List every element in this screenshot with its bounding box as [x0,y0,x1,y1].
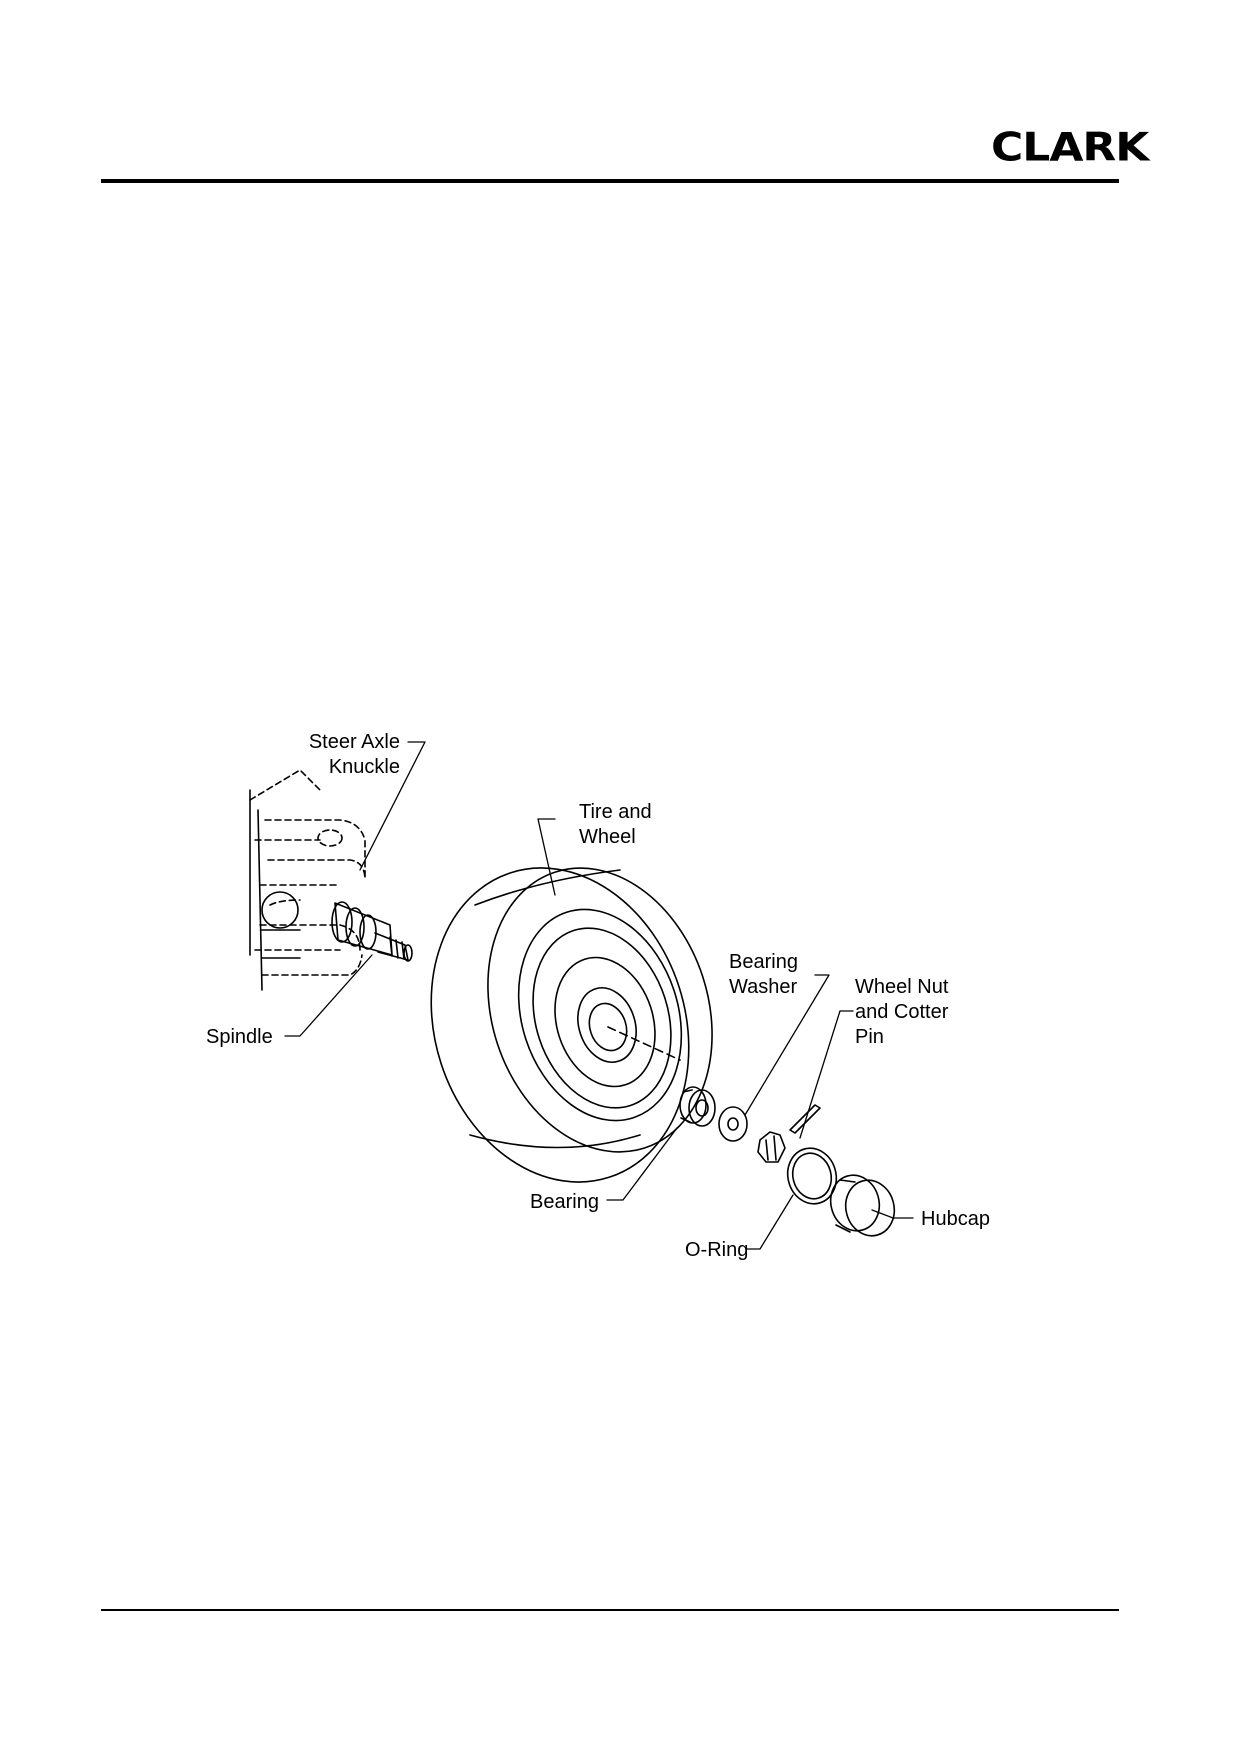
label-spindle: Spindle [206,1026,273,1048]
bearing-drawing [679,1086,716,1127]
knuckle-solid-edges [249,789,301,991]
label-bearing: Bearing [530,1191,599,1213]
label-bearing-washer: Bearing Washer [729,951,798,998]
steer-axle-knuckle-drawing [249,769,366,976]
wheel-nut-drawing [757,1104,821,1163]
bearing-washer-drawing [718,1106,748,1142]
label-hubcap: Hubcap [921,1208,990,1230]
o-ring-drawing [786,1147,838,1205]
spindle-drawing [331,901,413,962]
hubcap-drawing [829,1174,896,1237]
tire-drawing [430,867,713,1183]
footer-rule [101,1609,1119,1611]
label-wheel-nut-cotter-pin: Wheel Nut and Cotter Pin [855,976,949,1048]
label-steer-axle-knuckle: Steer Axle Knuckle [308,731,400,778]
label-o-ring: O-Ring [685,1239,749,1261]
header-rule [101,179,1119,183]
leader-lines [284,741,914,1250]
label-tire-and-wheel: Tire and Wheel [579,801,652,848]
